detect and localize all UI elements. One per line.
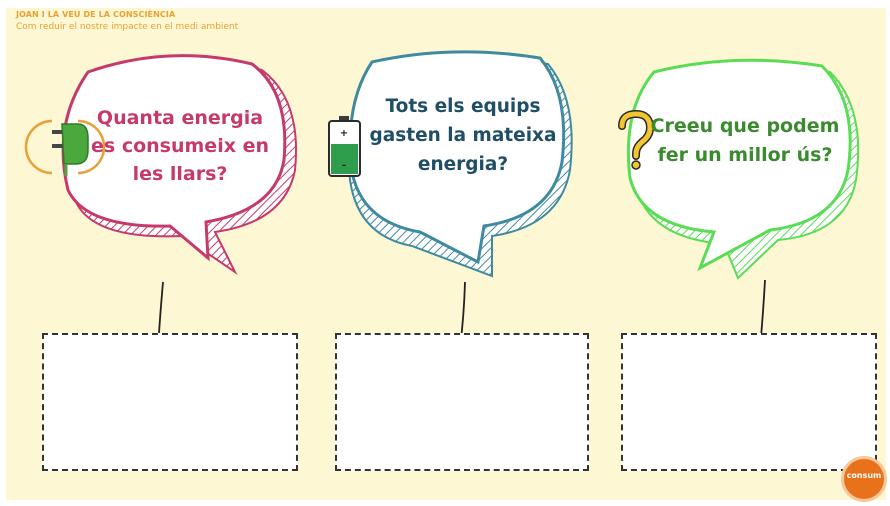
speech-bubble-devices — [348, 50, 573, 278]
bubble-body — [626, 58, 852, 272]
consum-logo: consum — [841, 456, 887, 502]
question-text-devices: Tots els equips gasten la mateixa energi… — [369, 96, 557, 175]
logo-text: consum — [846, 471, 882, 480]
svg-text:+: + — [340, 128, 348, 139]
header-subtitle: Com reduir el nostre impacte en el medi … — [16, 22, 239, 32]
answer-box-energy[interactable] — [42, 333, 298, 471]
header-title: JOAN I LA VEU DE LA CONSCIÈNCIA — [16, 10, 176, 19]
battery-icon: + – — [328, 116, 361, 177]
speech-bubble-energy — [61, 54, 297, 275]
answer-box-better-use[interactable] — [621, 333, 877, 471]
question-mark-icon — [618, 109, 655, 170]
question-text-energy: Quanta energia es consumeix en les llars… — [91, 107, 269, 185]
svg-text:–: – — [342, 160, 347, 171]
plug-icon — [24, 119, 106, 176]
question-text-better-use: Creeu que podem fer un millor ús? — [650, 115, 840, 166]
answer-box-devices[interactable] — [335, 333, 589, 471]
speech-bubble-better-use — [626, 58, 860, 280]
